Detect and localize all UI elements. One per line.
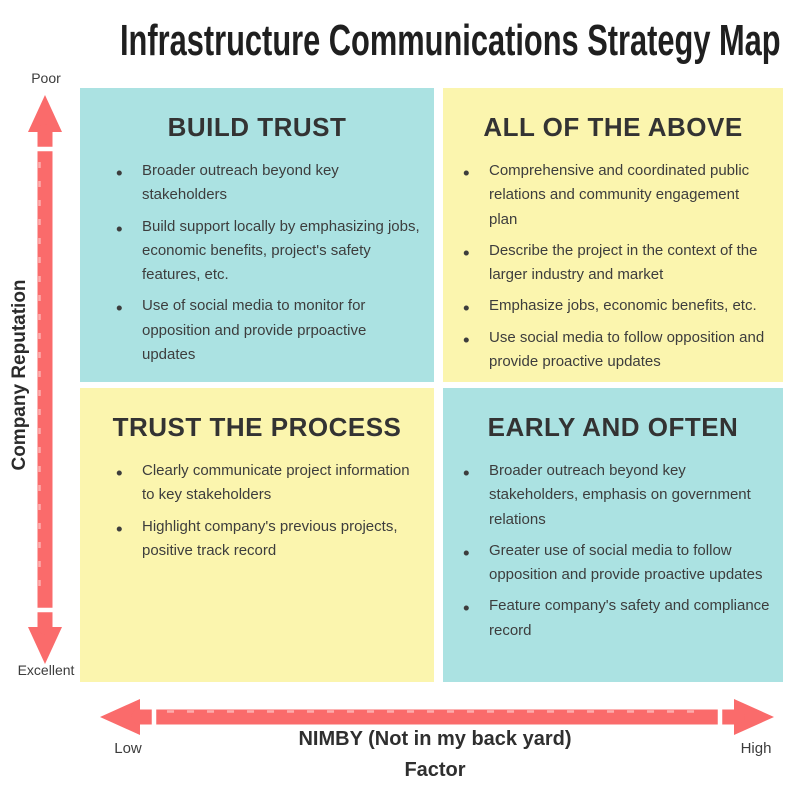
- list-item: Emphasize jobs, economic benefits, etc.: [463, 293, 771, 324]
- bullet-list: Clearly communicate project information …: [80, 458, 434, 564]
- list-item: Comprehensive and coordinated public rel…: [463, 158, 771, 232]
- list-item: Broader outreach beyond key stakeholders: [116, 158, 422, 208]
- list-item: Use of social media to monitor for oppos…: [116, 293, 422, 367]
- list-item: Clearly communicate project information …: [116, 458, 422, 508]
- quadrant-title: EARLY AND OFTEN: [487, 412, 739, 442]
- bullet-list: Comprehensive and coordinated public rel…: [443, 158, 783, 375]
- list-item: Build support locally by emphasizing job…: [116, 214, 422, 288]
- x-axis-title: NIMBY (Not in my back yard) Factor: [103, 724, 767, 786]
- list-item: Feature company's safety and compliance …: [463, 593, 771, 643]
- y-axis-arrow-icon: [28, 95, 62, 664]
- quadrant-early-and-often: EARLY AND OFTEN Broader outreach beyond …: [443, 388, 783, 682]
- x-axis-left-label: Low: [114, 740, 142, 757]
- x-axis-title-line1: NIMBY (Not in my back yard): [298, 728, 572, 750]
- list-item: Greater use of social media to follow op…: [463, 538, 771, 588]
- x-axis-title-line2: Factor: [404, 759, 466, 781]
- x-axis-arrow-icon: [100, 699, 774, 735]
- y-axis-bottom-label: Excellent: [17, 662, 75, 678]
- y-axis-top-label: Poor: [31, 70, 61, 86]
- list-item: Broader outreach beyond key stakeholders…: [463, 458, 771, 532]
- y-axis-title: Company Reputation: [9, 279, 30, 471]
- quadrant-build-trust: BUILD TRUST Broader outreach beyond key …: [80, 88, 434, 382]
- quadrant-title: BUILD TRUST: [167, 112, 347, 142]
- quadrant-title: ALL OF THE ABOVE: [483, 112, 743, 142]
- quadrant-all-of-the-above: ALL OF THE ABOVE Comprehensive and coord…: [443, 88, 783, 382]
- page-title: Infrastructure Communications Strategy M…: [120, 16, 781, 65]
- x-axis-right-label: High: [740, 740, 772, 757]
- list-item: Describe the project in the context of t…: [463, 238, 771, 288]
- list-item: Use social media to follow opposition an…: [463, 325, 771, 375]
- list-item: Highlight company's previous projects, p…: [116, 514, 422, 564]
- quadrant-title: TRUST THE PROCESS: [112, 412, 402, 442]
- quadrant-trust-the-process: TRUST THE PROCESS Clearly communicate pr…: [80, 388, 434, 682]
- bullet-list: Broader outreach beyond key stakeholders…: [80, 158, 434, 367]
- bullet-list: Broader outreach beyond key stakeholders…: [443, 458, 783, 643]
